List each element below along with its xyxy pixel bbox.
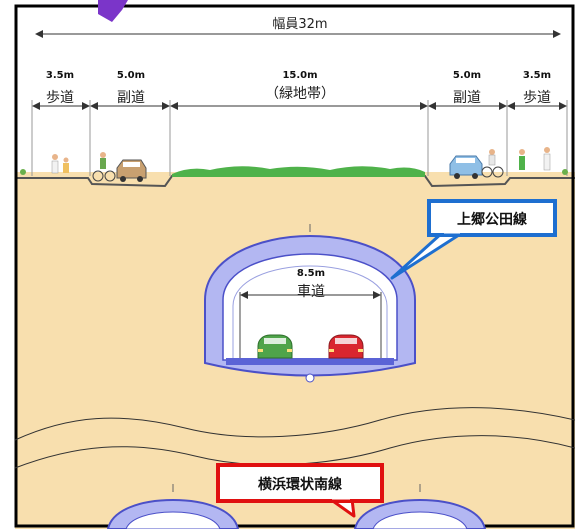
pedestrian-icon	[519, 149, 525, 170]
tunnel-roadway-deck	[226, 358, 394, 365]
cyclist-icon	[92, 152, 116, 182]
segment-name-2: 副道	[117, 90, 145, 106]
cyclist-icon	[481, 149, 504, 178]
car-icon	[328, 334, 364, 359]
pedestrian-icon	[51, 154, 59, 174]
lower-tunnel-left-opening	[125, 511, 221, 529]
upper-tunnel-clearance-line	[232, 265, 388, 360]
segment-width-1: 3.5m	[46, 70, 74, 81]
segment-width-5: 3.5m	[523, 70, 551, 81]
segment-width-4: 5.0m	[453, 70, 481, 81]
car-icon	[257, 334, 293, 359]
frame-border	[14, 4, 575, 528]
car-icon	[116, 159, 147, 182]
upper-line-callout-label: 上郷公田線	[457, 211, 527, 228]
segment-width-3: 15.0m	[282, 70, 317, 81]
tunnel-width-label: 8.5m	[297, 268, 325, 279]
pedestrian-icon	[63, 157, 69, 173]
car-icon	[449, 155, 483, 179]
upper-tunnel-opening	[222, 253, 398, 361]
stratum-line-upper	[14, 407, 575, 441]
lower-line-callout-box	[216, 463, 384, 503]
segment-name-5: 歩道	[523, 90, 551, 106]
pedestrian-icon	[543, 147, 551, 171]
tunnel-lane-label: 車道	[297, 283, 325, 300]
segment-divider-lines	[31, 100, 568, 176]
lower-line-callout-label: 横浜環状南線	[258, 476, 342, 493]
total-width-label: 幅員32m	[272, 17, 327, 32]
segment-name-4: 副道	[453, 90, 481, 106]
lower-tunnel-right-opening	[372, 511, 468, 529]
segment-name-3: （緑地帯）	[265, 86, 335, 102]
centerline-mark-icon	[172, 224, 421, 492]
tree-icon	[20, 169, 568, 175]
greenbelt-grass	[172, 166, 425, 177]
segment-name-1: 歩道	[46, 90, 74, 106]
purple-pointer-arrow	[98, 0, 128, 22]
segment-width-2: 5.0m	[117, 70, 145, 81]
tunnel-drain-icon	[305, 373, 315, 383]
